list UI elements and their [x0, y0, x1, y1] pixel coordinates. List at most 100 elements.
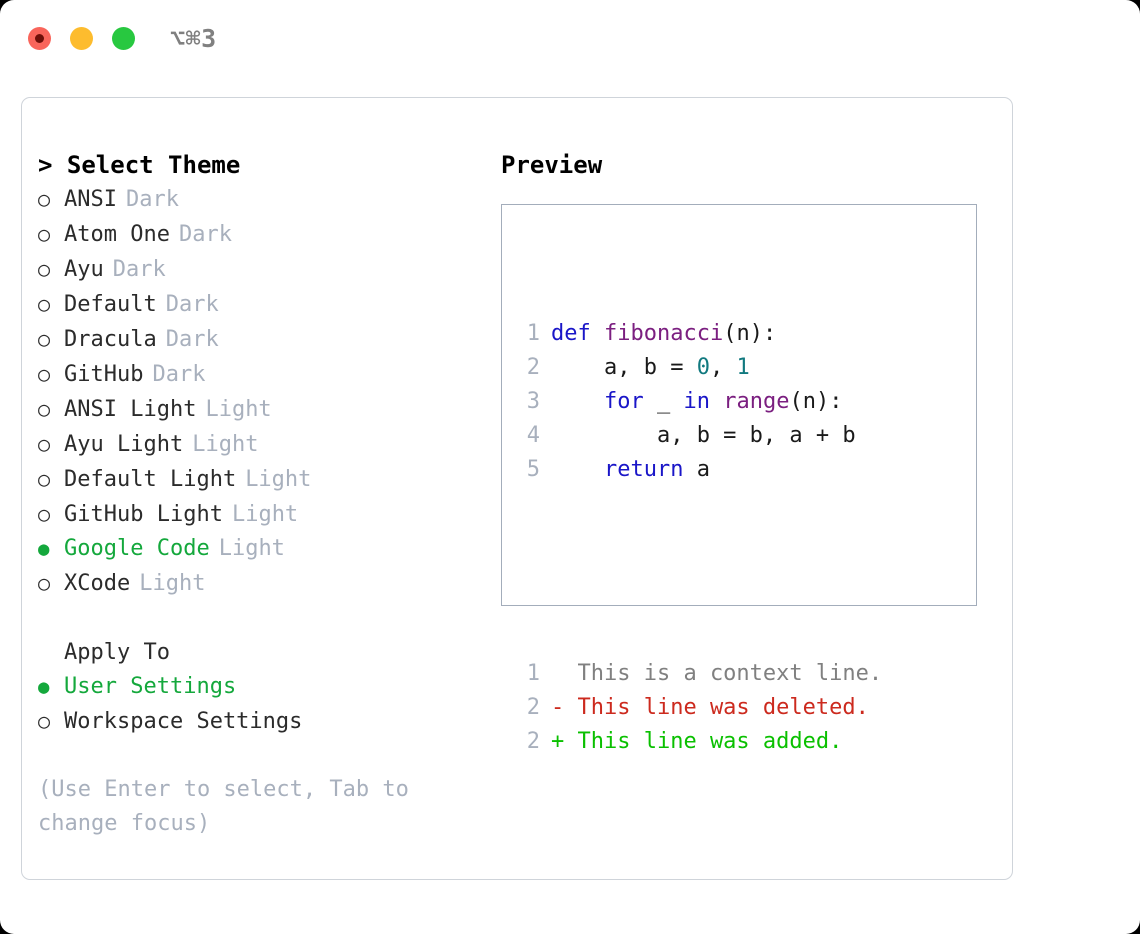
theme-option-category: Dark	[125, 187, 179, 212]
line-number: 3	[526, 389, 540, 414]
code-line: 2 + This line was added.	[520, 725, 882, 759]
line-number: 1	[526, 321, 540, 346]
radio-unselected-icon: ○	[38, 257, 51, 281]
line-number: 2	[526, 729, 540, 754]
code-token: (n):	[723, 321, 777, 346]
code-line: 2- This line was deleted.	[520, 691, 882, 725]
code-line: 3 for _ in range(n):	[520, 385, 882, 419]
code-token: a	[696, 457, 710, 482]
theme-option-category: Dark	[165, 327, 219, 352]
theme-option-label: Atom One	[64, 222, 170, 247]
radio-selected-icon: ●	[38, 676, 50, 698]
theme-option-category: Dark	[165, 292, 219, 317]
theme-option-category: Light	[192, 432, 259, 457]
theme-option-label: Default	[64, 292, 157, 317]
keyboard-hint: (Use Enter to select, Tab to change focu…	[38, 777, 409, 836]
theme-option-category: Light	[205, 397, 272, 422]
maximize-button[interactable]	[112, 27, 135, 50]
radio-unselected-icon: ○	[38, 327, 51, 351]
theme-option-label: Dracula	[64, 327, 157, 352]
theme-option-dracula[interactable]: ○ Dracula Dark	[38, 322, 488, 357]
theme-option-category: Dark	[178, 222, 232, 247]
theme-option-label: GitHub Light	[64, 502, 223, 527]
code-token	[551, 389, 604, 414]
radio-unselected-icon: ○	[38, 397, 51, 421]
radio-unselected-icon: ○	[38, 571, 51, 595]
code-token: def	[551, 321, 604, 346]
code-token: 0	[696, 355, 710, 380]
theme-option-atom-one[interactable]: ○ Atom One Dark	[38, 217, 488, 252]
theme-option-category: Dark	[152, 362, 206, 387]
keyboard-shortcut-label: ⌥⌘3	[170, 24, 217, 53]
radio-unselected-icon: ○	[38, 292, 51, 316]
theme-option-label: Ayu	[64, 257, 104, 282]
theme-option-label: ANSI	[64, 187, 117, 212]
theme-option-category: Dark	[112, 257, 166, 282]
code-line: 4 a, b = b, a + b	[520, 419, 882, 453]
code-token: a, b =	[551, 355, 697, 380]
apply-to-list[interactable]: ● User Settings ○ Workspace Settings	[38, 670, 488, 739]
theme-option-label: XCode	[64, 571, 131, 596]
theme-option-default[interactable]: ○ Default Dark	[38, 287, 488, 322]
theme-option-category: Light	[245, 467, 312, 492]
code-token: fibonacci	[603, 321, 724, 346]
theme-option-ansi[interactable]: ○ ANSI Dark	[38, 182, 488, 217]
code-token: + This line was added.	[551, 729, 843, 754]
line-number: 2	[526, 355, 540, 380]
code-token: return	[603, 457, 697, 482]
code-token: a, b = b, a + b	[551, 423, 856, 448]
apply-to-option-label: User Settings	[64, 674, 237, 699]
apply-to-option-user-settings[interactable]: ● User Settings	[38, 670, 488, 704]
line-number: 1	[526, 661, 540, 686]
theme-option-default-light[interactable]: ○ Default Light Light	[38, 462, 488, 497]
theme-option-ayu[interactable]: ○ Ayu Dark	[38, 252, 488, 287]
theme-option-label: Ayu Light	[64, 432, 184, 457]
radio-unselected-icon: ○	[38, 187, 51, 211]
theme-option-label: Google Code	[64, 536, 210, 561]
line-number: 2	[526, 695, 540, 720]
radio-unselected-icon: ○	[38, 502, 51, 526]
diff-sample: 1 This is a context line.2- This line wa…	[520, 657, 882, 759]
theme-option-category: Light	[218, 536, 285, 561]
list-spacer	[38, 601, 488, 635]
traffic-lights	[28, 27, 135, 50]
radio-unselected-icon: ○	[38, 709, 51, 733]
theme-picker-title: > Select Theme	[38, 151, 241, 179]
radio-unselected-icon: ○	[38, 222, 51, 246]
apply-to-bullet-placeholder	[38, 635, 64, 669]
code-diff-gap	[520, 555, 882, 589]
code-line: 1 def fibonacci(n):	[520, 317, 882, 351]
code-line: 5 return a	[520, 453, 882, 487]
line-number: 5	[526, 457, 540, 482]
code-token: range	[723, 389, 790, 414]
code-token	[551, 457, 604, 482]
theme-option-google-code[interactable]: ● Google Code Light	[38, 532, 488, 566]
radio-selected-icon: ●	[38, 538, 50, 560]
theme-option-label: Default Light	[64, 467, 237, 492]
apply-to-title: Apply To	[64, 640, 170, 665]
minimize-button[interactable]	[70, 27, 93, 50]
radio-unselected-icon: ○	[38, 467, 51, 491]
theme-option-label: GitHub	[64, 362, 144, 387]
close-button[interactable]	[28, 27, 51, 50]
code-token: in	[683, 389, 724, 414]
code-token: for	[603, 389, 657, 414]
code-line: 2 a, b = 0, 1	[520, 351, 882, 385]
apply-to-option-workspace-settings[interactable]: ○ Workspace Settings	[38, 704, 488, 739]
apply-to-option-label: Workspace Settings	[64, 709, 303, 734]
title-bar: ⌥⌘3	[0, 0, 1140, 78]
apply-to-title-row: Apply To	[38, 635, 488, 670]
